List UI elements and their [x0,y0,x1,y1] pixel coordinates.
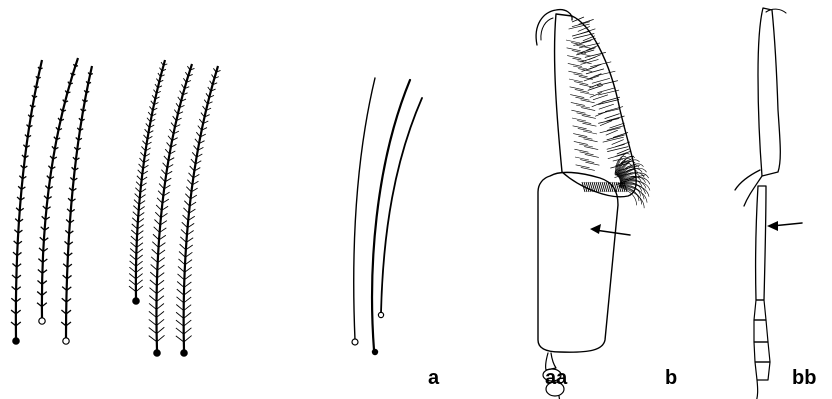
seta-aa2-socket [372,349,378,355]
tibia [538,172,618,352]
seta-a5 [149,64,195,356]
panel-aa-setae [352,78,422,355]
panel-a-setae [11,58,221,356]
arrow-b [590,224,630,235]
seta-aa3-socket [378,312,383,317]
tibia-fringe-hairs [582,153,650,208]
tarsus-bb [754,300,770,399]
panel-b-leg [536,10,650,399]
seta-a1 [11,60,43,344]
panel-label-b: b [665,368,677,388]
panel-bb-leg [735,8,802,399]
panel-label-a: a [428,368,439,388]
seta-aa3 [381,98,422,313]
seta-a6 [176,66,221,356]
seta-aa2 [372,80,410,350]
panel-label-aa: aa [545,368,567,388]
femur-knob-inner [541,18,553,40]
panel-label-bb: bb [792,368,816,388]
arrow-bb [767,221,802,231]
femur-bb [758,8,780,176]
seta-aa1-socket [352,339,358,345]
seta-a3 [61,66,93,344]
tibia-bb [756,186,766,300]
